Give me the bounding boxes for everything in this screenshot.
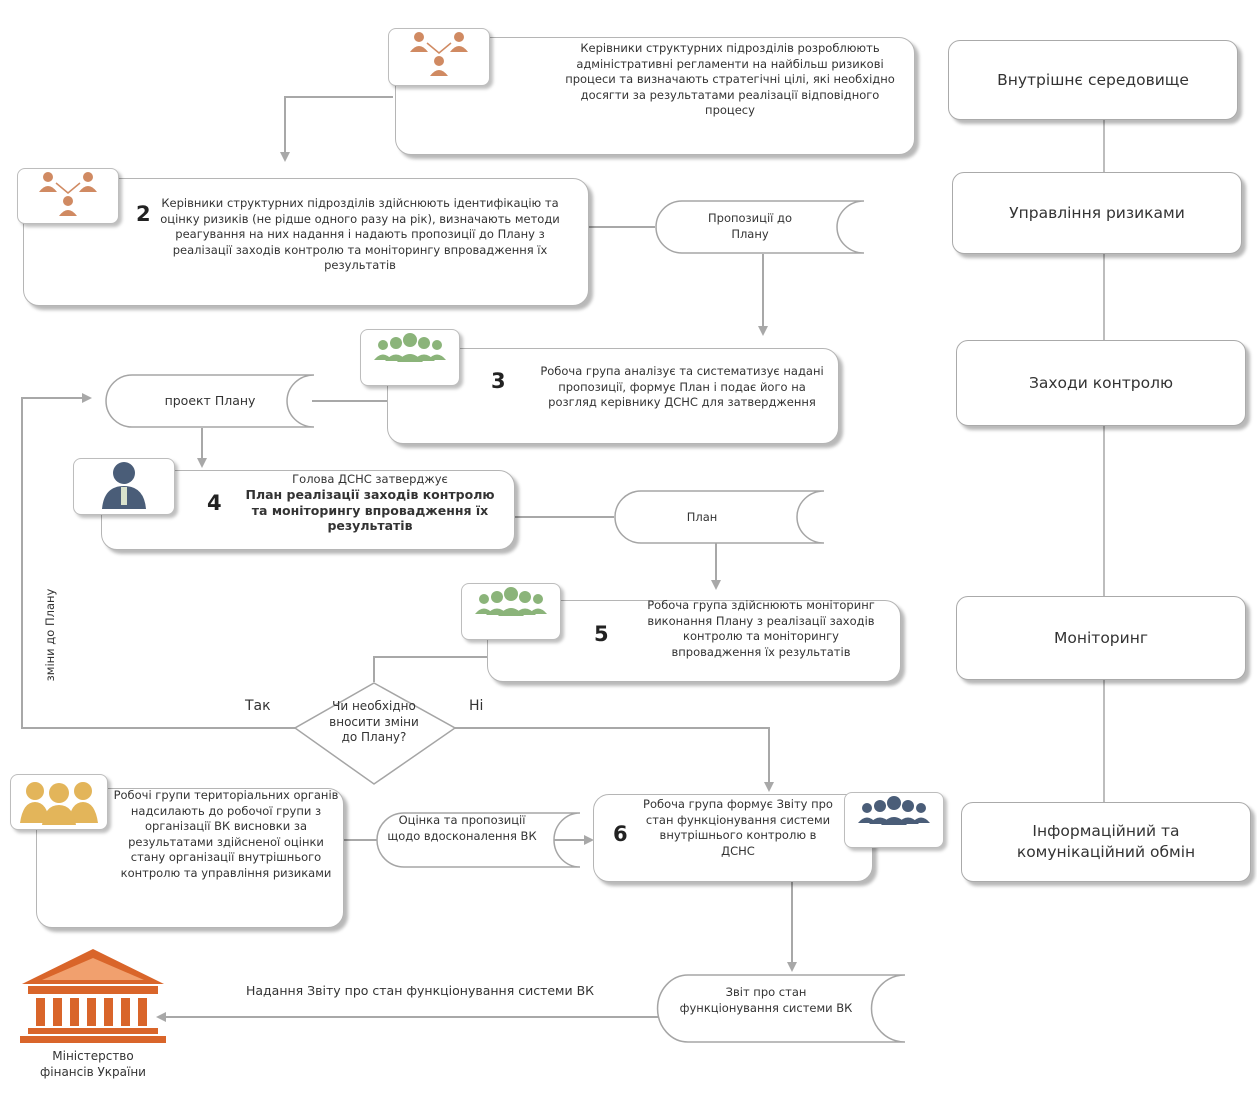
government-building-icon (20, 949, 166, 1043)
line-s5-decision (373, 656, 487, 682)
territorial-text: Робочі групи територіальних органів надс… (113, 788, 339, 880)
doc-assessment-label: Оцінка та пропозиції щодо вдосконалення … (387, 813, 537, 843)
doc-draft-plan-shape (105, 374, 315, 428)
step-3-box (387, 348, 839, 444)
doc-plan-shape (614, 490, 825, 544)
step-6-text: Робоча група формує Звіту про стан функц… (643, 797, 833, 858)
doc-proposals-shape (655, 200, 865, 254)
arrow-s1-s2 (280, 96, 393, 162)
doc-proposals-label: Пропозиції до Плану (708, 211, 792, 241)
doc-report-shape (656, 974, 906, 1043)
step-2-icon-box (17, 168, 119, 224)
step-5-icon-box (461, 583, 561, 640)
doc-draft-plan-label: проект Плану (164, 393, 256, 408)
step-5-number: 5 (594, 622, 609, 646)
doc-report-label: Звіт про стан функціонування системи ВК (679, 985, 853, 1015)
step-1-box (395, 37, 915, 155)
component-internal-environment: Внутрішнє середовище (948, 40, 1238, 120)
step-4-number: 4 (207, 491, 222, 515)
step-4-text-bold: План реалізації заходів контролю та моні… (245, 487, 495, 533)
component-control-measures: Заходи контролю (956, 340, 1246, 426)
arrow-yes-loop (21, 393, 297, 729)
team-icon (858, 796, 930, 825)
report-submission-label: Надання Звіту про стан функціонування си… (245, 983, 595, 998)
component-risk-management: Управління ризиками (952, 172, 1242, 254)
step-6-number: 6 (613, 822, 628, 846)
businessman-icon (102, 462, 146, 509)
doc-assessment-shape (376, 812, 581, 868)
step-3-icon-box (360, 329, 460, 386)
step-4-text-line1: Голова ДСНС затверджує (292, 472, 448, 486)
doc-plan-label: План (686, 510, 718, 524)
step-3-number: 3 (491, 369, 506, 393)
step-6-icon-box (844, 792, 944, 848)
ministry-label: Міністерство фінансів України (40, 1049, 146, 1079)
people-hierarchy-icon (39, 172, 97, 216)
step-3-text: Робоча група аналізує та систематизує на… (540, 364, 824, 409)
team-icon (475, 587, 547, 616)
step-1-text: Керівники структурних підрозділів розроб… (565, 41, 895, 117)
changes-label: зміни до Плану (43, 588, 57, 682)
decision-diamond (293, 682, 457, 785)
step-2-text: Керівники структурних підрозділів здійсн… (160, 196, 560, 272)
decision-question: Чи необхідно вносити зміни до Плану? (329, 699, 419, 744)
step-2-number: 2 (136, 202, 151, 226)
step-1-icon-box (388, 28, 490, 86)
arrow-no-s6 (453, 727, 774, 792)
step-6-box (593, 794, 873, 882)
territorial-icon-box (10, 774, 108, 830)
component-monitoring: Моніторинг (956, 596, 1246, 680)
group-icon (20, 782, 98, 825)
step-4-icon-box (73, 458, 175, 515)
decision-yes-label: Так (245, 698, 271, 714)
people-hierarchy-icon (410, 32, 468, 76)
component-information-exchange: Інформаційний та комунікаційний обмін (961, 802, 1251, 882)
decision-no-label: Ні (469, 698, 484, 714)
step-5-text: Робоча група здійснюють моніторинг викон… (647, 598, 875, 659)
team-icon (374, 333, 446, 362)
